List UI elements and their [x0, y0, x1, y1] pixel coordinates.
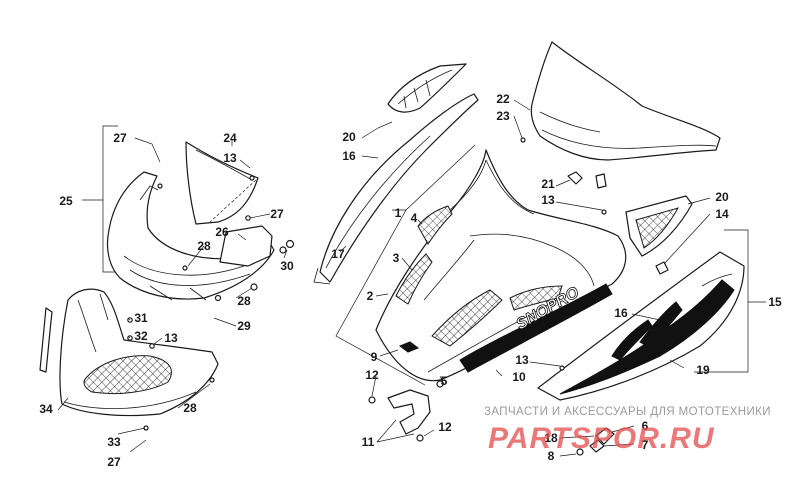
callout-6: 6: [642, 419, 649, 433]
callout-26: 26: [215, 225, 229, 239]
callout-23: 23: [496, 109, 510, 123]
callout-5: 5: [441, 374, 448, 388]
callout-31: 31: [134, 311, 148, 325]
side-rail-left: [319, 93, 479, 283]
callout-24: 24: [223, 131, 237, 145]
callout-11: 11: [362, 435, 375, 449]
callout-33: 33: [107, 435, 121, 449]
callout-13: 13: [541, 193, 555, 207]
hood-decal-stripe: [459, 283, 613, 373]
hood-vent-lower: [395, 253, 433, 305]
callout-32: 32: [134, 329, 148, 343]
hood-bracket: [387, 389, 431, 435]
nose-grille-mesh: [83, 355, 172, 395]
callout-28: 28: [183, 401, 197, 415]
callout-25: 25: [59, 194, 73, 208]
side-panel-group: [537, 195, 766, 456]
callout-15: 15: [768, 295, 782, 309]
callout-4: 4: [411, 211, 418, 225]
callout-3: 3: [393, 251, 400, 265]
callout-20: 20: [342, 130, 356, 144]
callout-1: 1: [395, 206, 402, 220]
bezel-trim: [185, 141, 259, 225]
watermark-brand: PARTSPOR.RU: [488, 422, 715, 455]
callout-18: 18: [544, 431, 558, 445]
bracket-25: [102, 125, 118, 273]
upper-trim-20: [387, 63, 467, 113]
side-strip: [39, 307, 53, 373]
callout-17: 17: [331, 247, 345, 261]
callout-30: 30: [280, 259, 294, 273]
hood-group: SNOPRO: [313, 63, 627, 442]
callout-13: 13: [223, 151, 237, 165]
hood-center-grille: [431, 289, 503, 347]
callout-8: 8: [548, 449, 555, 463]
callout-9: 9: [371, 350, 378, 364]
callout-16: 16: [342, 149, 356, 163]
emblem: [398, 341, 420, 353]
callout-28: 28: [197, 239, 211, 253]
callout-12: 12: [438, 420, 452, 434]
callout-28: 28: [237, 294, 251, 308]
nose-pan: [59, 288, 219, 417]
callout-27: 27: [113, 131, 127, 145]
callout-27: 27: [107, 455, 121, 469]
callout-labels: 27 24 13 25 27 26 28 30 28 29 31 32 13 3…: [39, 92, 782, 469]
callout-16: 16: [614, 306, 628, 320]
callout-29: 29: [237, 319, 251, 333]
windshield-group: [520, 41, 721, 215]
callout-34: 34: [39, 402, 53, 416]
callout-21: 21: [541, 177, 555, 191]
callout-19: 19: [696, 363, 710, 377]
callout-22: 22: [496, 92, 510, 106]
lower-nose-group: [39, 125, 295, 431]
watermark-tagline: ЗАПЧАСТИ И АКСЕССУАРЫ ДЛЯ МОТОТЕХНИКИ: [484, 406, 771, 418]
callout-14: 14: [715, 207, 729, 221]
callout-12: 12: [365, 368, 379, 382]
callout-7: 7: [642, 438, 649, 452]
hood-side-vent: [509, 285, 563, 311]
windshield: [530, 41, 721, 161]
watermark: ЗАПЧАСТИ И АКСЕССУАРЫ ДЛЯ МОТОТЕХНИКИ PA…: [484, 406, 771, 455]
callout-13: 13: [515, 353, 529, 367]
callout-27: 27: [270, 207, 284, 221]
callout-13: 13: [164, 331, 178, 345]
hood-vent-upper: [417, 205, 453, 245]
callout-10: 10: [512, 370, 526, 384]
callout-2: 2: [367, 289, 374, 303]
leader-lines: [57, 99, 711, 457]
side-panel-graphic: [559, 279, 735, 395]
mount-bracket: [219, 225, 273, 267]
callout-20: 20: [715, 190, 729, 204]
